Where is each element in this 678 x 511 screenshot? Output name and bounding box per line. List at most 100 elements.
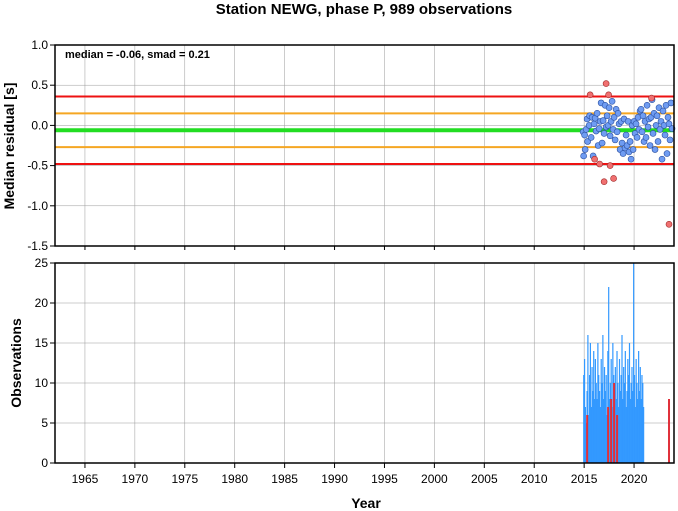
data-point — [653, 112, 661, 120]
residual-panel-frame — [54, 44, 675, 247]
count-bar — [625, 407, 627, 463]
residual-axis-label: Median residual [s] — [1, 83, 17, 210]
outlier-point — [665, 220, 673, 228]
count-bar — [626, 391, 628, 463]
data-point — [603, 112, 611, 120]
x-tick-label: 1985 — [271, 472, 298, 486]
count-bar — [590, 407, 592, 463]
count-bar — [596, 399, 598, 463]
data-point — [581, 131, 588, 139]
data-point — [639, 112, 647, 120]
x-tick-label: 2005 — [471, 472, 498, 486]
data-point — [661, 131, 669, 139]
outlier-count-bar — [668, 399, 671, 463]
count-bar — [643, 407, 645, 463]
count-bar — [633, 375, 636, 463]
y-tick-label: -1.0 — [27, 199, 48, 213]
outlier-point — [591, 155, 598, 163]
outlier-point — [605, 91, 612, 99]
count-bar — [594, 359, 596, 463]
count-bar — [638, 351, 640, 463]
data-point — [643, 102, 651, 109]
count-bar — [627, 359, 629, 463]
observations-axis-label: Observations — [8, 318, 24, 408]
count-bar — [636, 383, 638, 463]
count-bar — [593, 351, 595, 463]
outlier-point — [596, 160, 603, 168]
y-tick-label: 15 — [35, 336, 49, 350]
year-axis-label: Year — [351, 495, 381, 511]
data-point — [590, 120, 598, 128]
data-point — [622, 131, 630, 139]
count-bar — [616, 351, 618, 463]
data-point — [600, 130, 608, 137]
count-bar — [634, 407, 636, 463]
count-bar — [600, 359, 602, 463]
y-tick-label: 0.5 — [31, 78, 48, 92]
data-point — [644, 123, 652, 131]
data-point — [654, 138, 662, 145]
data-point — [619, 150, 627, 157]
outlier-point — [606, 162, 614, 169]
x-tick-label: 1975 — [171, 472, 198, 486]
count-bar — [608, 287, 610, 463]
chart-title: Station NEWG, phase P, 989 observations — [216, 1, 512, 18]
y-tick-label: 0 — [41, 456, 48, 470]
y-tick-label: -1.5 — [27, 239, 48, 253]
y-tick-label: 25 — [35, 256, 49, 270]
x-tick-label: 1980 — [221, 472, 248, 486]
outlier-count-bar — [607, 407, 610, 463]
data-point — [667, 99, 675, 107]
count-bar — [631, 367, 633, 463]
count-bar — [603, 367, 606, 463]
data-point — [614, 110, 622, 117]
y-tick-label: 20 — [35, 296, 49, 310]
x-tick-label: 2010 — [521, 472, 548, 486]
data-point — [626, 138, 634, 145]
data-point — [606, 132, 614, 140]
count-bar — [606, 415, 608, 463]
x-tick-label: 1990 — [321, 472, 348, 486]
count-bar — [621, 335, 623, 463]
count-bar — [623, 383, 626, 463]
count-bar — [635, 359, 637, 463]
outlier-point — [600, 178, 608, 185]
count-bar — [629, 399, 631, 463]
x-tick-label: 1995 — [371, 472, 398, 486]
data-point — [580, 152, 587, 160]
count-bar — [633, 263, 635, 463]
outlier-count-bar — [613, 383, 616, 463]
y-tick-label: 10 — [35, 376, 49, 390]
outlier-point — [602, 80, 610, 87]
count-bar — [639, 367, 641, 463]
count-bar — [588, 375, 591, 463]
count-bar — [583, 359, 586, 463]
count-bar — [630, 383, 632, 463]
data-point — [581, 146, 589, 153]
y-tick-label: -0.5 — [27, 159, 48, 173]
data-point — [605, 104, 613, 112]
data-point — [629, 146, 637, 153]
count-bar — [620, 375, 622, 463]
data-point — [613, 128, 621, 136]
count-bar — [614, 367, 616, 463]
y-tick-label: 5 — [41, 416, 48, 430]
count-bar — [601, 383, 603, 463]
data-point — [637, 106, 645, 113]
x-tick-label: 2020 — [621, 472, 648, 486]
count-bar — [584, 407, 587, 463]
count-bar — [597, 343, 599, 463]
count-bar — [632, 391, 634, 463]
data-point — [664, 114, 672, 121]
count-bar — [641, 375, 643, 463]
count-bar — [588, 415, 590, 463]
data-point — [656, 126, 664, 133]
data-point — [638, 128, 646, 136]
data-point — [649, 130, 657, 137]
data-point — [587, 134, 595, 141]
stats-annotation: median = -0.06, smad = 0.21 — [65, 49, 210, 61]
y-tick-label: 1.0 — [31, 38, 48, 52]
count-bar — [589, 343, 592, 463]
